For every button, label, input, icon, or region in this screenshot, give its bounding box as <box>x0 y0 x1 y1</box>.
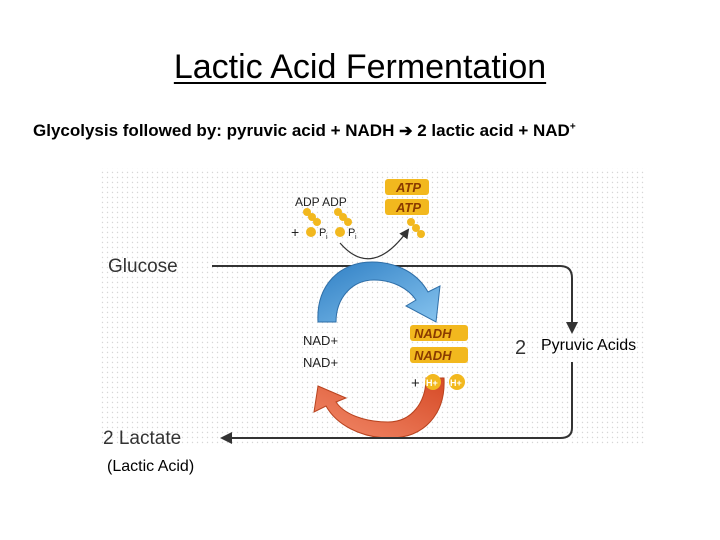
atp-tail-molecules <box>407 218 425 238</box>
glucose-label: Glucose <box>108 256 178 277</box>
pyruvic-acids-label: Pyruvic Acids <box>541 337 637 354</box>
proton-label-1: H+ <box>426 378 438 388</box>
proton-icon-2 <box>449 374 465 390</box>
glucose-to-pyruvate-path <box>212 265 578 334</box>
nadh-label-1: NADH <box>414 326 452 341</box>
pi-label-1: P <box>319 227 326 239</box>
nadh-badge-1 <box>410 325 468 341</box>
equation-sup: + <box>569 121 576 133</box>
pi-label-2: P <box>348 227 355 239</box>
plus-sign-1: + <box>291 224 299 240</box>
phosphate-icon-2 <box>335 227 345 237</box>
dotted-panel-top <box>100 168 645 318</box>
phosphate-to-atp-arrow <box>339 228 410 260</box>
pi-subscript-1: i <box>326 234 328 241</box>
right-arrow-icon: ➔ <box>399 123 413 140</box>
atp-badge-2 <box>385 199 429 215</box>
pyruvate-to-lactate-path <box>220 362 573 444</box>
equation-prefix: Glycolysis followed by: pyruvic acid + N… <box>33 121 400 140</box>
plus-sign-2: + <box>411 375 420 392</box>
pi-subscript-2: i <box>355 234 357 241</box>
nad-label-1: NAD+ <box>303 333 338 348</box>
red-cycle-arrow <box>313 377 445 439</box>
atp-badge-1 <box>385 179 429 195</box>
lactate-label: 2 Lactate <box>103 428 181 449</box>
pyruvate-count: 2 <box>515 337 526 359</box>
lactic-acid-label: (Lactic Acid) <box>107 458 195 475</box>
atp-label-2: ATP <box>395 200 421 215</box>
proton-icon-1 <box>425 374 441 390</box>
equation-subtitle: Glycolysis followed by: pyruvic acid + N… <box>33 121 576 141</box>
proton-label-2: H+ <box>450 378 462 388</box>
nadh-badge-2 <box>410 347 468 363</box>
nadh-label-2: NADH <box>414 348 452 363</box>
adp-molecules <box>303 208 352 226</box>
nad-label-2: NAD+ <box>303 355 338 370</box>
blue-cycle-arrow <box>317 261 441 323</box>
atp-label-1: ATP <box>395 180 421 195</box>
phosphate-icon-1 <box>306 227 316 237</box>
equation-middle: 2 lactic acid + NAD <box>412 121 570 140</box>
page-title: Lactic Acid Fermentation <box>173 48 547 86</box>
adp-label: ADP ADP <box>295 195 347 209</box>
